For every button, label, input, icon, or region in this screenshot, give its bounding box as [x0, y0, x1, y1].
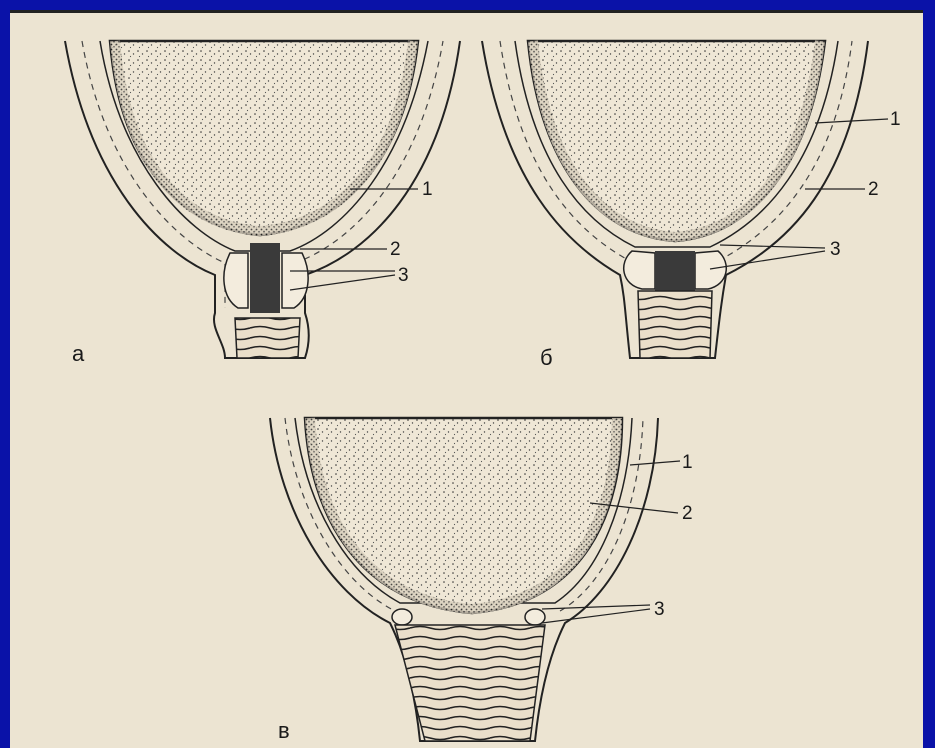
label-b-2: 2	[868, 179, 879, 200]
panel-letter-c: в	[278, 718, 290, 743]
label-a-3: 3	[398, 265, 409, 286]
label-c-3: 3	[654, 599, 665, 620]
cervix-right	[695, 251, 726, 289]
cervix-left	[624, 251, 655, 289]
panel-c: 1 2 3 в	[270, 418, 693, 743]
label-a-2: 2	[390, 239, 401, 260]
vagina	[638, 291, 712, 358]
panel-b: 1 2 3 б	[482, 41, 901, 370]
panel-letter-a: а	[72, 341, 85, 366]
label-line-3b	[710, 251, 825, 269]
label-line-3b	[542, 609, 650, 623]
fetal-head	[528, 41, 825, 241]
label-b-1: 1	[890, 109, 901, 130]
fetal-head	[110, 41, 418, 235]
label-a-1: 1	[422, 179, 433, 200]
cervical-canal	[250, 243, 280, 313]
cervix-dilation-figure: 1 2 3 а 1 2 3 б	[10, 13, 923, 748]
cervical-canal	[655, 251, 695, 291]
cervix-left	[224, 253, 248, 308]
label-c-2: 2	[682, 503, 693, 524]
cervix-left	[392, 609, 412, 625]
label-line-3a	[542, 605, 650, 609]
fetal-head	[305, 418, 622, 613]
panel-a: 1 2 3 а	[65, 41, 460, 366]
label-b-3: 3	[830, 239, 841, 260]
vagina	[235, 318, 300, 358]
panel-letter-b: б	[540, 345, 553, 370]
label-c-1: 1	[682, 452, 693, 473]
figure-frame: 1 2 3 а 1 2 3 б	[10, 10, 923, 748]
